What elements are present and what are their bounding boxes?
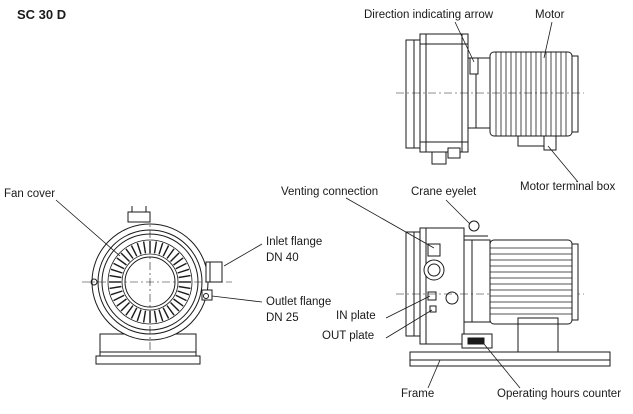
side-view-motor xyxy=(489,239,579,353)
motor-terminal-box-label: Motor terminal box xyxy=(520,181,616,193)
outlet-flange-size-label: DN 25 xyxy=(266,312,299,324)
front-view-pump xyxy=(82,206,232,365)
direction-arrow-label: Direction indicating arrow xyxy=(364,9,494,21)
inlet-flange-label: Inlet flange xyxy=(266,236,323,248)
frame-label: Frame xyxy=(401,388,435,400)
fan-grille xyxy=(109,241,191,323)
top-view-motor xyxy=(396,51,584,151)
leader-lines xyxy=(55,21,579,389)
out-plate-label: OUT plate xyxy=(322,330,375,342)
motor-label: Motor xyxy=(535,9,565,21)
top-view-pump xyxy=(405,33,491,165)
inlet-flange-size-label: DN 40 xyxy=(266,252,299,264)
diagram-title: SC 30 D xyxy=(17,7,67,22)
crane-eyelet-label: Crane eyelet xyxy=(411,186,477,198)
in-plate-label: IN plate xyxy=(336,310,376,322)
venting-connection-label: Venting connection xyxy=(281,186,379,198)
side-view-pump xyxy=(396,220,611,367)
fan-cover-label: Fan cover xyxy=(4,188,56,200)
operating-hours-counter-label: Operating hours counter xyxy=(497,388,622,400)
outlet-flange-label: Outlet flange xyxy=(266,296,332,308)
